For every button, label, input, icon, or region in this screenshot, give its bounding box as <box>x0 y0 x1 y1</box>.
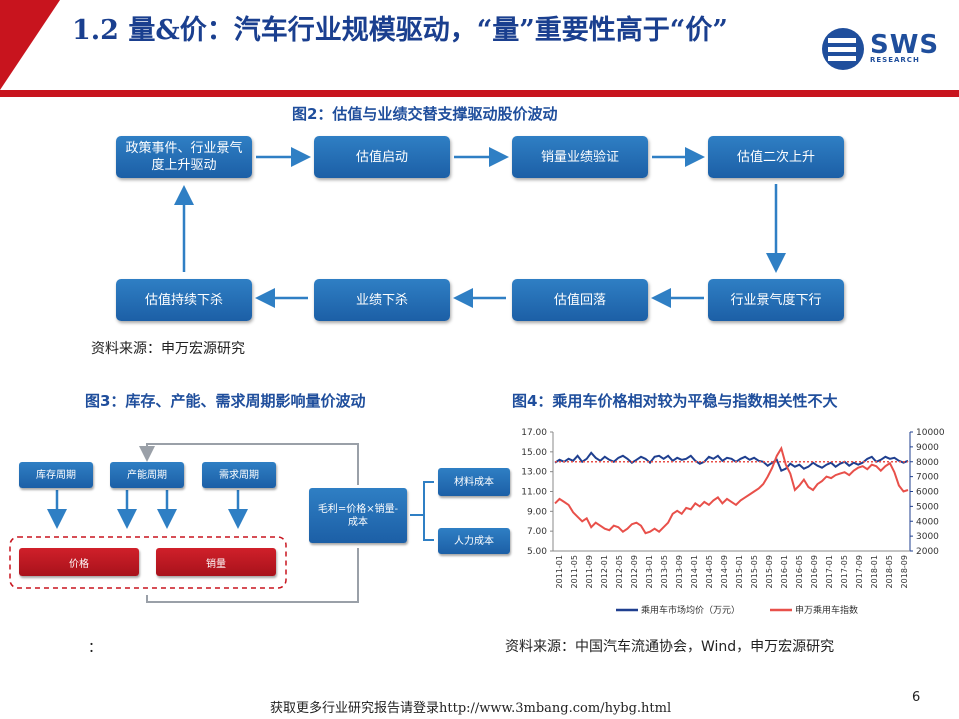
series-line-0 <box>554 451 909 473</box>
fig2-source: 资料来源：申万宏源研究 <box>91 341 245 357</box>
x-tick-label: 2016-09 <box>810 555 819 588</box>
fig2-box-earnings-down: 业绩下杀 <box>314 279 450 321</box>
x-tick-label: 2018-09 <box>900 555 909 588</box>
x-tick-label: 2015-05 <box>750 555 759 588</box>
x-tick-label: 2014-09 <box>720 555 729 588</box>
logo-text: SWS <box>870 30 940 60</box>
left-tick-label: 15.00 <box>521 448 547 458</box>
x-tick-label: 2017-01 <box>825 555 834 588</box>
left-tick-label: 5.00 <box>527 547 547 557</box>
sws-logo-icon <box>822 28 864 70</box>
legend-label-index: 申万乘用车指数 <box>795 604 858 616</box>
x-tick-label: 2016-01 <box>780 555 789 588</box>
x-tick-label: 2011-09 <box>585 555 594 588</box>
x-tick-label: 2013-05 <box>660 555 669 588</box>
x-tick-label: 2014-01 <box>690 555 699 588</box>
series-line-1 <box>554 445 909 535</box>
fig3-box-price: 价格 <box>19 548 139 576</box>
fig4-title: 图4：乘用车价格相对较为平稳与指数相关性不大 <box>512 392 838 410</box>
x-tick-label: 2012-05 <box>615 555 624 588</box>
fig4-source: 资料来源：中国汽车流通协会，Wind，申万宏源研究 <box>505 639 835 655</box>
fig2-box-valuation-second: 估值二次上升 <box>708 136 844 178</box>
x-tick-label: 2011-05 <box>570 555 579 588</box>
header-white-area <box>0 0 959 90</box>
fig2-box-industry-down: 行业景气度下行 <box>708 279 844 321</box>
x-tick-label: 2018-05 <box>885 555 894 588</box>
left-tick-label: 17.00 <box>521 428 547 438</box>
x-tick-label: 2017-05 <box>840 555 849 588</box>
logo-sub: RESEARCH <box>870 56 920 64</box>
x-tick-label: 2015-09 <box>765 555 774 588</box>
fig3-box-volume: 销量 <box>156 548 276 576</box>
x-tick-label: 2011-01 <box>555 555 564 588</box>
fig2-box-valuation-down: 估值持续下杀 <box>116 279 252 321</box>
right-tick-label: 9000 <box>916 443 939 453</box>
page-number: 6 <box>912 690 921 705</box>
x-tick-label: 2012-09 <box>630 555 639 588</box>
right-tick-label: 4000 <box>916 517 939 527</box>
x-tick-label: 2017-09 <box>855 555 864 588</box>
fig2-box-valuation-fall: 估值回落 <box>512 279 648 321</box>
legend-label-price: 乘用车市场均价（万元） <box>641 604 740 616</box>
x-tick-label: 2015-01 <box>735 555 744 588</box>
right-tick-label: 10000 <box>916 428 945 438</box>
header-red-wedge <box>0 0 60 90</box>
x-tick-label: 2018-01 <box>870 555 879 588</box>
fig2-box-valuation-start: 估值启动 <box>314 136 450 178</box>
right-tick-label: 5000 <box>916 502 939 512</box>
x-tick-label: 2013-01 <box>645 555 654 588</box>
right-tick-label: 7000 <box>916 473 939 483</box>
fig2-title: 图2：估值与业绩交替支撑驱动股价波动 <box>292 105 558 123</box>
left-tick-label: 7.00 <box>527 527 547 537</box>
fig3-box-labor: 人力成本 <box>438 528 510 554</box>
right-tick-label: 8000 <box>916 458 939 468</box>
fig3-box-material: 材料成本 <box>438 468 510 496</box>
x-tick-label: 2014-05 <box>705 555 714 588</box>
fig3-box-capacity: 产能周期 <box>110 462 184 488</box>
fig2-box-policy: 政策事件、行业景气度上升驱动 <box>116 136 252 178</box>
x-tick-label: 2016-05 <box>795 555 804 588</box>
left-tick-label: 11.00 <box>521 488 547 498</box>
right-tick-label: 6000 <box>916 488 939 498</box>
fig3-box-profit: 毛利=价格×销量-成本 <box>309 488 407 543</box>
x-tick-label: 2013-09 <box>675 555 684 588</box>
fig3-title: 图3：库存、产能、需求周期影响量价波动 <box>85 392 366 410</box>
fig2-box-sales-verify: 销量业绩验证 <box>512 136 648 178</box>
x-tick-label: 2012-01 <box>600 555 609 588</box>
footer-text: 获取更多行业研究报告请登录http://www.3mbang.com/hybg.… <box>270 701 672 716</box>
fig4-chart: 17.00 15.00 13.00 11.00 9.00 7.00 5.00 10000 900… <box>521 428 945 616</box>
fig3-box-inventory: 库存周期 <box>19 462 93 488</box>
fig3-source: ： <box>88 640 102 656</box>
page-title: 1.2 量&价：汽车行业规模驱动，“量”重要性高于“价” <box>72 15 728 46</box>
left-tick-label: 13.00 <box>521 468 547 478</box>
right-tick-label: 2000 <box>916 547 939 557</box>
fig3-box-demand: 需求周期 <box>202 462 276 488</box>
right-tick-label: 3000 <box>916 532 939 542</box>
left-tick-label: 9.00 <box>527 507 547 517</box>
